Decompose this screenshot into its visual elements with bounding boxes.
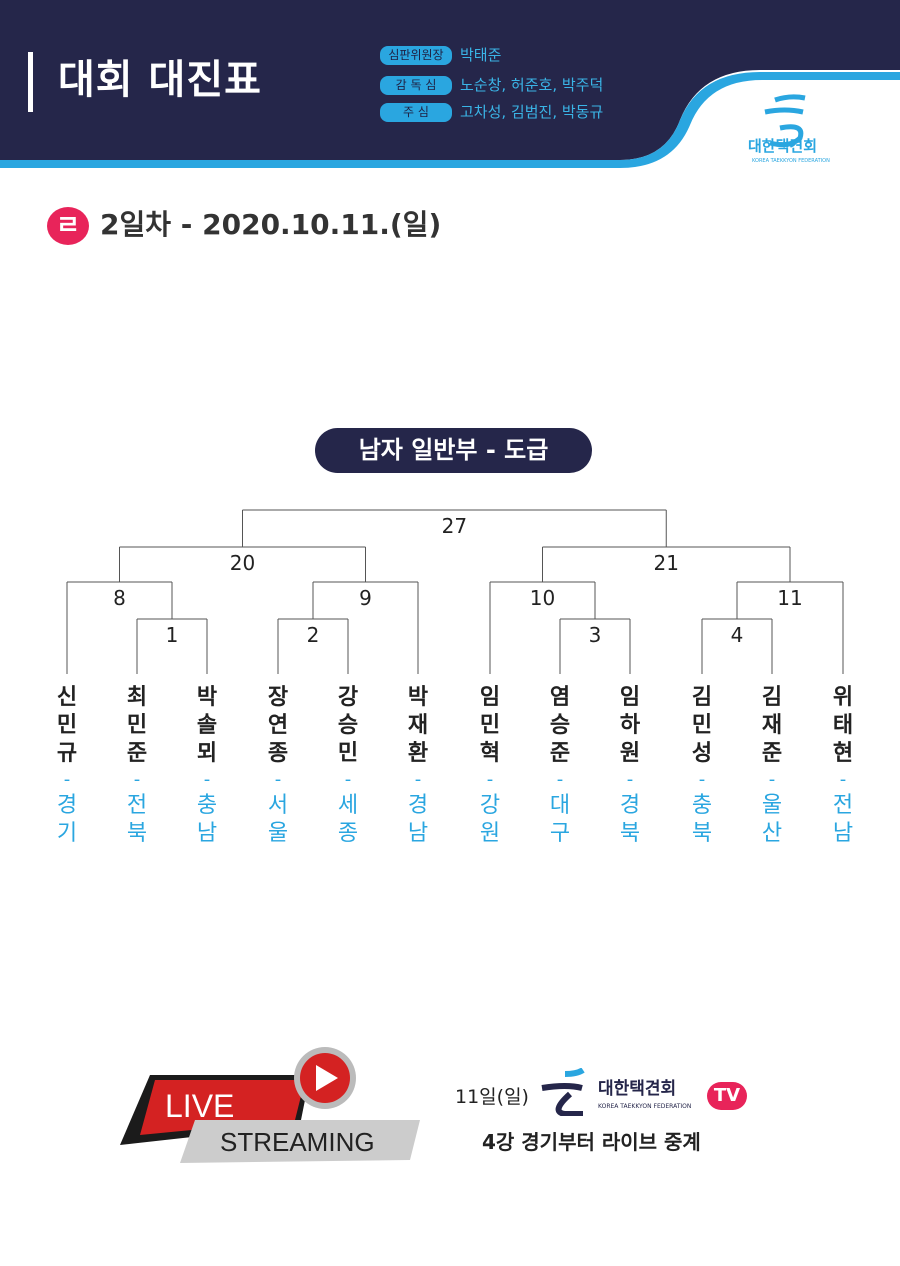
- match-number: 20: [229, 551, 256, 575]
- match-number: 9: [359, 586, 372, 610]
- play-icon: [316, 1065, 338, 1091]
- separator: -: [486, 769, 494, 790]
- match-number: 2: [306, 623, 320, 647]
- player-name: 최민준: [126, 685, 148, 766]
- player-name: 김민성: [691, 685, 713, 766]
- taekkyon-logo-icon: ㄹ: [47, 207, 89, 245]
- player-entry: 강승민 - 세종: [333, 684, 363, 848]
- separator: -: [626, 769, 634, 790]
- separator: -: [63, 769, 71, 790]
- player-entry: 박솔뫼 - 충남: [192, 684, 222, 848]
- player-name: 김재준: [761, 685, 783, 766]
- federation-logo-icon: [541, 1068, 585, 1116]
- separator: -: [414, 769, 422, 790]
- player-region: 충북: [691, 793, 713, 846]
- staff-row: 심판위원장 박태준: [380, 45, 501, 65]
- player-region: 세종: [337, 793, 359, 846]
- day-label: 2일차 - 2020.10.11.(일): [100, 208, 442, 241]
- title-bar: [28, 52, 33, 112]
- player-region: 강원: [479, 793, 501, 846]
- player-entry: 최민준 - 전북: [122, 684, 152, 848]
- separator: -: [698, 769, 706, 790]
- player-region: 경남: [407, 793, 429, 846]
- player-entry: 장연종 - 서울: [263, 684, 293, 848]
- player-region: 서울: [267, 793, 289, 846]
- broadcast-note: 4강 경기부터 라이브 중계: [482, 1130, 701, 1154]
- player-name: 장연종: [267, 685, 289, 766]
- separator: -: [768, 769, 776, 790]
- player-name: 강승민: [337, 685, 359, 766]
- player-name: 박솔뫼: [196, 685, 218, 766]
- player-region: 경기: [56, 793, 78, 846]
- player-region: 전남: [832, 793, 854, 846]
- player-entry: 임민혁 - 강원: [475, 684, 505, 848]
- match-number: 11: [777, 586, 803, 610]
- live-text: LIVE: [165, 1088, 234, 1124]
- player-entry: 김민성 - 충북: [687, 684, 717, 848]
- player-region: 전북: [126, 793, 148, 846]
- role-tag: 주 심: [380, 102, 452, 122]
- separator: -: [274, 769, 282, 790]
- player-name: 임민혁: [479, 685, 501, 766]
- separator: -: [344, 769, 352, 790]
- player-entry: 박재환 - 경남: [403, 684, 433, 848]
- bracket-lines: [66, 509, 844, 674]
- federation-name-en: KOREA TAEKKYON FEDERATION: [598, 1103, 692, 1110]
- player-region: 울산: [761, 793, 783, 846]
- category-badge: 남자 일반부 - 도급: [315, 428, 592, 473]
- match-number: 1: [165, 623, 179, 647]
- player-name: 염승준: [549, 685, 571, 766]
- player-name: 임하원: [619, 685, 641, 766]
- player-region: 경북: [619, 793, 641, 846]
- player-region: 충남: [196, 793, 218, 846]
- staff-names: 박태준: [460, 46, 502, 64]
- staff-names: 노순창, 허준호, 박주덕: [460, 76, 604, 94]
- player-entry: 신민규 - 경기: [52, 684, 82, 848]
- match-number: 4: [730, 623, 744, 647]
- separator: -: [133, 769, 141, 790]
- tv-badge: TV: [707, 1082, 747, 1110]
- separator: -: [839, 769, 847, 790]
- player-name: 신민규: [56, 685, 78, 766]
- streaming-text: STREAMING: [220, 1127, 375, 1157]
- player-name: 위태현: [832, 685, 854, 766]
- federation-name: 대한택견회: [598, 1079, 677, 1099]
- player-entry: 김재준 - 울산: [757, 684, 787, 848]
- player-name: 박재환: [407, 685, 429, 766]
- match-number: 10: [529, 586, 556, 610]
- player-entry: 위태현 - 전남: [828, 684, 858, 848]
- role-tag: 감 독 심: [380, 75, 452, 95]
- match-number: 21: [653, 551, 679, 575]
- broadcast-date: 11일(일): [455, 1086, 529, 1108]
- staff-row: 감 독 심 노순창, 허준호, 박주덕: [380, 75, 603, 95]
- separator: -: [556, 769, 564, 790]
- player-entry: 염승준 - 대구: [545, 684, 575, 848]
- match-number: 27: [441, 514, 468, 538]
- match-number: 8: [113, 586, 126, 610]
- live-streaming-badge: LIVE STREAMING: [120, 1047, 420, 1163]
- player-region: 대구: [549, 793, 571, 846]
- staff-names: 고차성, 김범진, 박동규: [460, 103, 604, 121]
- federation-logo-subtext: KOREA TAEKKYON FEDERATION: [752, 158, 830, 164]
- separator: -: [203, 769, 211, 790]
- page-title: 대회 대진표: [58, 57, 262, 103]
- role-tag: 심판위원장: [380, 45, 452, 65]
- federation-logo-text: 대한택견회: [748, 137, 818, 155]
- match-number: 3: [588, 623, 602, 647]
- player-entry: 임하원 - 경북: [615, 684, 645, 848]
- staff-row: 주 심 고차성, 김범진, 박동규: [380, 102, 603, 122]
